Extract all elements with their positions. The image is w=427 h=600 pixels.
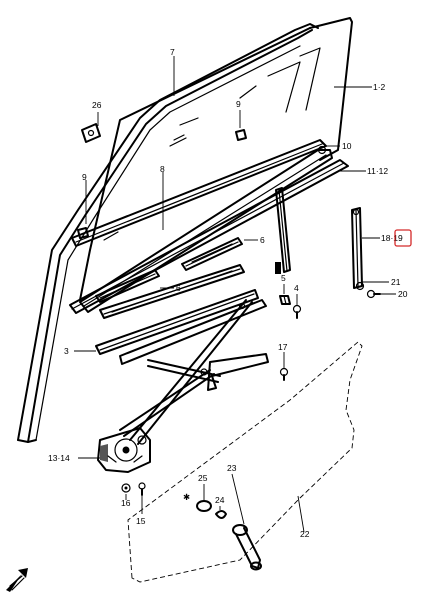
callout-9-upper: 9 — [236, 99, 241, 109]
callout-3: 3 — [64, 346, 69, 356]
bolt-4 — [292, 304, 302, 319]
nut-5 — [279, 295, 291, 305]
regulator-gear-13-14 — [97, 427, 151, 473]
bolt-21 — [355, 281, 365, 291]
window-regulator — [119, 299, 269, 445]
glass-channel-6b — [99, 264, 245, 319]
callout-26: 26 — [92, 100, 102, 110]
window-frame-7 — [17, 23, 319, 443]
callout-5: 5 — [281, 273, 286, 283]
rear-channel-18-19 — [351, 207, 363, 289]
callout-6-upper: 6 — [260, 235, 265, 245]
rear-run-channel — [275, 187, 291, 274]
door-glass-1-2 — [79, 17, 353, 301]
trim-panel-22 — [127, 341, 363, 583]
callout-16: 16 — [121, 498, 131, 508]
callout-8: 8 — [160, 164, 165, 174]
callout-20: 20 — [398, 289, 408, 299]
callout-17: 17 — [278, 342, 288, 352]
window-crank-handle-23 — [232, 524, 262, 571]
leader-lines — [74, 56, 396, 533]
callout-15: 15 — [136, 516, 146, 526]
callout-22: 22 — [300, 529, 310, 539]
front-direction-arrow-icon — [6, 568, 28, 592]
clip-26 — [81, 123, 101, 143]
callout-9-lower: 9 — [82, 172, 87, 182]
escutcheon-25 — [196, 500, 212, 512]
lower-sash-3 — [95, 289, 259, 355]
callout-1-2: 1·2 — [373, 82, 386, 92]
callout-13-14: 13·14 — [48, 453, 70, 463]
callout-10: 10 — [342, 141, 352, 151]
callout-25: 25 — [198, 473, 208, 483]
callout-6-lower: 6 — [176, 283, 181, 293]
callout-11-12: 11·12 — [367, 166, 388, 176]
callout-24: 24 — [215, 495, 225, 505]
screw-15 — [138, 482, 146, 496]
sash-channel-11-12 — [69, 159, 349, 314]
callout-18-19-highlight — [394, 229, 412, 247]
star-marker: ✱ — [183, 492, 190, 502]
callout-21: 21 — [391, 277, 401, 287]
svg-text:✱: ✱ — [183, 492, 190, 502]
bolt-17 — [279, 367, 289, 381]
callout-7: 7 — [170, 47, 175, 57]
callout-23: 23 — [227, 463, 237, 473]
washer-16 — [121, 483, 131, 493]
clip-9-lower — [77, 227, 89, 239]
clip-24 — [215, 510, 227, 519]
glass-channel-strip — [95, 269, 160, 303]
clip-9-upper — [235, 129, 247, 141]
callout-18-19: 18·19 — [381, 233, 403, 243]
callout-4: 4 — [294, 283, 299, 293]
glass-channel-6a — [181, 237, 243, 271]
